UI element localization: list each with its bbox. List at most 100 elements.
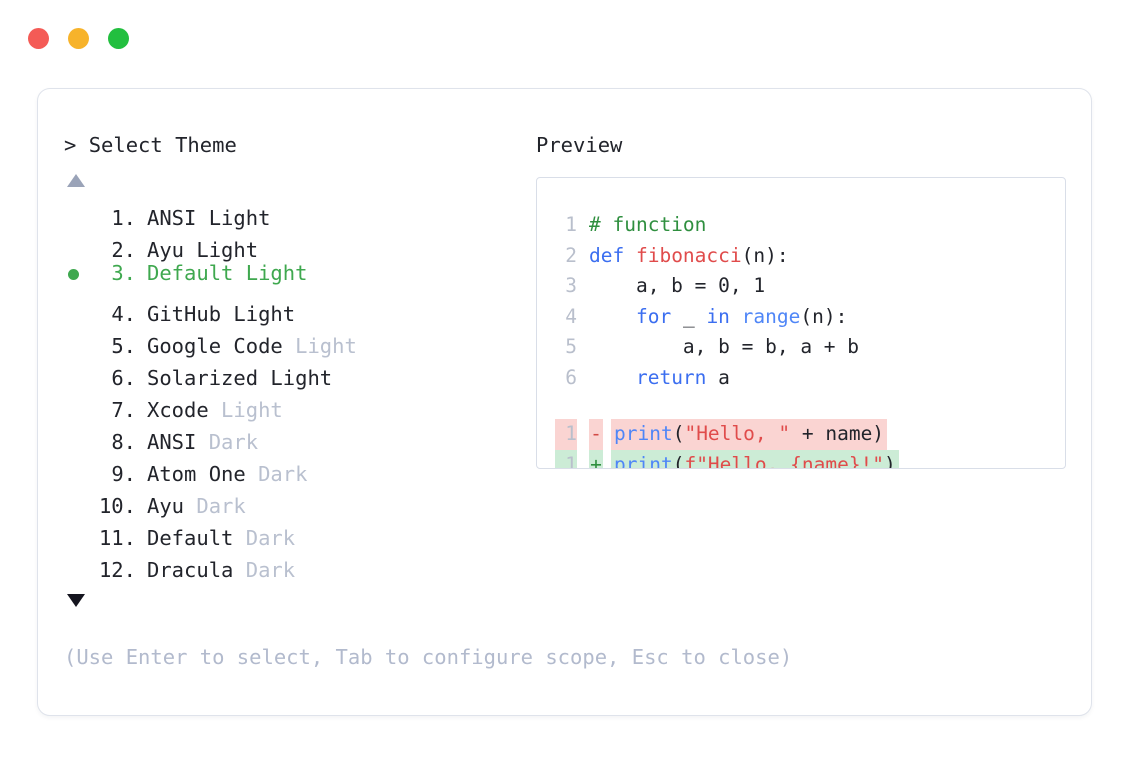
line-number: 1 bbox=[555, 419, 577, 450]
code-token: def bbox=[589, 243, 636, 267]
theme-index: 1. bbox=[111, 206, 136, 230]
maximize-button[interactable] bbox=[108, 28, 129, 49]
theme-name: Google Code bbox=[147, 334, 283, 358]
theme-name: Default bbox=[147, 261, 234, 285]
theme-list-item[interactable]: 8. ANSI Dark bbox=[64, 417, 524, 454]
selection-bullet-slot bbox=[64, 193, 90, 225]
code-line: 4 for _ in range(n): bbox=[555, 302, 1065, 333]
theme-variant: Light bbox=[282, 334, 357, 358]
selection-bullet-slot bbox=[64, 385, 90, 417]
theme-variant: Dark bbox=[196, 430, 259, 454]
code-token: range bbox=[741, 304, 801, 328]
diff-code-text: print(f"Hello, {name}!") bbox=[611, 449, 899, 469]
theme-variant: Dark bbox=[245, 462, 308, 486]
theme-name: Atom One bbox=[147, 462, 246, 486]
theme-index: 8. bbox=[111, 430, 136, 454]
selection-bullet-slot bbox=[64, 225, 90, 257]
theme-list-item[interactable]: 5. Google Code Light bbox=[64, 321, 524, 358]
theme-list-item[interactable]: 3.Default Light bbox=[64, 257, 524, 289]
selection-bullet-slot bbox=[64, 321, 90, 353]
code-token: print bbox=[614, 452, 673, 469]
code-line: 6 return a bbox=[555, 363, 1065, 394]
code-token: "Hello, " bbox=[684, 422, 791, 445]
code-token: ( bbox=[672, 422, 685, 445]
theme-name: Ayu bbox=[147, 494, 185, 518]
theme-name: Dracula bbox=[147, 558, 234, 582]
code-token: print bbox=[614, 422, 673, 445]
code-token: # function bbox=[589, 213, 707, 236]
code-text: def fibonacci(n): bbox=[589, 241, 789, 272]
code-token: (n): bbox=[800, 304, 848, 328]
theme-list-item[interactable]: 1. ANSI Light bbox=[64, 193, 524, 230]
code-token bbox=[589, 366, 636, 389]
theme-index: 2. bbox=[111, 238, 136, 262]
selection-bullet-slot bbox=[64, 481, 90, 513]
code-text: return a bbox=[589, 363, 730, 394]
diff-code-text: print("Hello, " + name) bbox=[611, 419, 888, 450]
code-line: 5 a, b = b, a + b bbox=[555, 332, 1065, 363]
theme-name: GitHub bbox=[147, 302, 222, 326]
line-number: 3 bbox=[565, 274, 577, 297]
theme-list-item[interactable]: 6.Solarized Light bbox=[64, 353, 524, 390]
theme-list-item[interactable]: 4.GitHub Light bbox=[64, 289, 524, 326]
theme-index: 10. bbox=[98, 494, 136, 518]
selection-bullet-slot bbox=[64, 545, 90, 577]
theme-variant: Dark bbox=[233, 526, 296, 550]
scroll-up-indicator[interactable] bbox=[64, 163, 85, 187]
theme-index: 6. bbox=[111, 366, 136, 390]
code-token: f"Hello, {name}!" bbox=[684, 452, 885, 469]
theme-index: 4. bbox=[111, 302, 136, 326]
line-number: 1 bbox=[565, 213, 577, 236]
selection-bullet-slot bbox=[64, 513, 90, 545]
code-token: return bbox=[635, 365, 707, 389]
code-token bbox=[589, 305, 636, 328]
preview-header: Preview bbox=[536, 133, 1066, 157]
selection-bullet-slot bbox=[64, 449, 90, 481]
theme-index: 7. bbox=[111, 398, 136, 422]
scroll-down-indicator[interactable] bbox=[64, 594, 85, 607]
theme-name: ANSI bbox=[147, 430, 197, 454]
triangle-down-icon bbox=[67, 594, 85, 607]
code-line: 3 a, b = 0, 1 bbox=[555, 271, 1065, 302]
theme-list-item[interactable]: 10.Ayu Dark bbox=[64, 481, 524, 518]
code-token: in bbox=[706, 304, 742, 328]
diff-line-removed: 1-print("Hello, " + name) bbox=[555, 419, 1065, 450]
close-button[interactable] bbox=[28, 28, 49, 49]
code-token: for bbox=[635, 304, 672, 328]
code-token: _ bbox=[671, 304, 707, 328]
minimize-button[interactable] bbox=[68, 28, 89, 49]
line-number: 1 bbox=[555, 449, 577, 468]
code-diff-separator bbox=[555, 393, 1065, 419]
code-token: fibonacci bbox=[635, 243, 742, 267]
diff-line-added: 1+print(f"Hello, {name}!") bbox=[555, 449, 1065, 469]
code-text: # function bbox=[589, 210, 706, 241]
theme-name: Solarized bbox=[147, 366, 259, 390]
theme-index: 9. bbox=[111, 462, 136, 486]
theme-name: ANSI bbox=[147, 206, 197, 230]
code-text: a, b = 0, 1 bbox=[589, 271, 765, 302]
keyboard-hint: (Use Enter to select, Tab to configure s… bbox=[64, 645, 793, 669]
theme-variant: Light bbox=[208, 398, 283, 422]
theme-list-item[interactable]: 9. Atom One Dark bbox=[64, 449, 524, 486]
theme-list-item[interactable]: 12.Dracula Dark bbox=[64, 545, 524, 582]
theme-index: 5. bbox=[111, 334, 136, 358]
theme-list-item[interactable]: 11.Default Dark bbox=[64, 513, 524, 550]
code-text: a, b = b, a + b bbox=[589, 332, 859, 363]
prompt-title: Select Theme bbox=[88, 133, 237, 157]
theme-list-item[interactable]: 7.Xcode Light bbox=[64, 385, 524, 422]
diff-marker: - bbox=[589, 419, 603, 450]
theme-variant: Light bbox=[196, 206, 271, 230]
line-number: 6 bbox=[565, 365, 577, 389]
theme-list-item[interactable]: 2.Ayu Light bbox=[64, 225, 524, 262]
theme-index: 11. bbox=[98, 526, 136, 550]
prompt-marker: > bbox=[64, 133, 77, 157]
code-token: a, b = b, a + b bbox=[589, 335, 860, 358]
theme-variant: Light bbox=[184, 238, 259, 262]
selection-bullet-slot bbox=[64, 289, 90, 321]
